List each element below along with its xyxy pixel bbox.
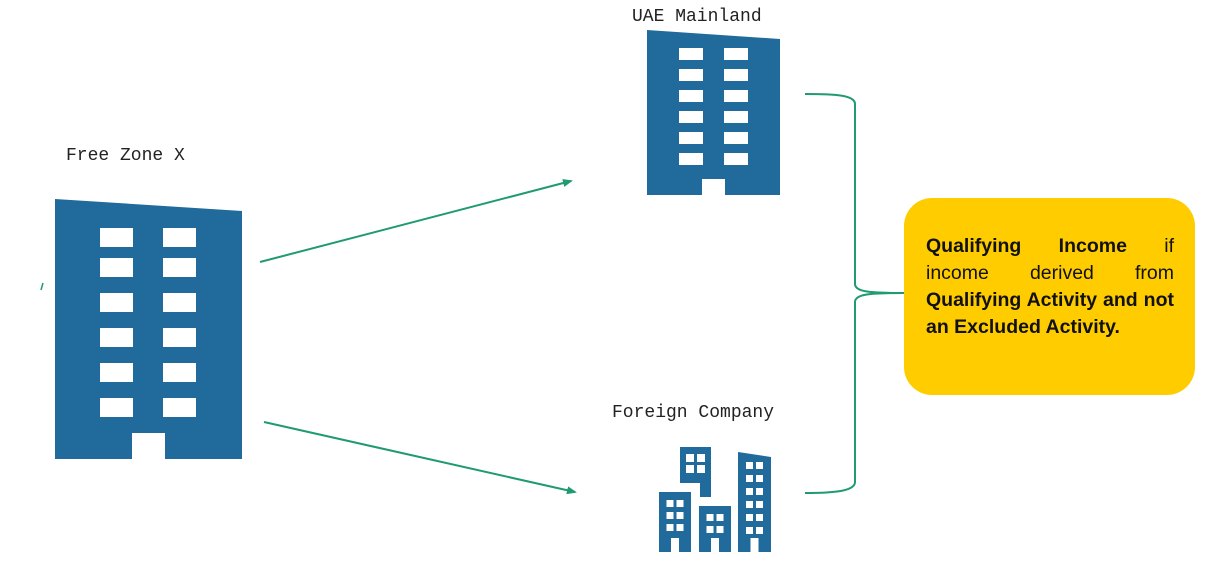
building-body [680, 447, 711, 497]
uae-mainland-building-icon [647, 30, 780, 195]
building-window [697, 454, 705, 462]
building-window [756, 514, 763, 521]
building-window [746, 514, 753, 521]
building-window [716, 514, 724, 521]
building-body [659, 492, 691, 552]
building-window [100, 363, 133, 382]
building-window [100, 293, 133, 312]
callout-condition-text: if income derived from [926, 235, 1175, 284]
building-window [724, 132, 748, 144]
grouping-brace [804, 93, 906, 494]
building-window [163, 328, 196, 347]
building-window [724, 48, 748, 60]
building-window [756, 488, 763, 495]
building-window [666, 512, 674, 519]
building-window [756, 462, 763, 469]
callout-term-qualifying-activity: Qualifying Activity and not an Excluded … [926, 289, 1174, 338]
building-window [679, 153, 703, 165]
building-window [676, 512, 684, 519]
building-window [746, 527, 753, 534]
building-window [676, 500, 684, 507]
uae-mainland-label: UAE Mainland [632, 7, 762, 27]
building-window [679, 69, 703, 81]
building-window [163, 398, 196, 417]
building-window [163, 258, 196, 277]
building-window [100, 258, 133, 277]
building-window [163, 363, 196, 382]
building-window [716, 526, 724, 533]
building-window [679, 132, 703, 144]
building-window [746, 475, 753, 482]
building-window [100, 398, 133, 417]
building-window [666, 524, 674, 531]
foreign-company-buildings-icon [659, 447, 771, 552]
building-window [676, 524, 684, 531]
free-zone-building-icon [55, 199, 242, 459]
building-window [686, 465, 694, 473]
building-body [647, 30, 780, 195]
building-window [163, 228, 196, 247]
building-window [756, 501, 763, 508]
building-window [706, 514, 714, 521]
stray-mark [40, 282, 44, 291]
foreign-company-label: Foreign Company [612, 403, 775, 423]
building-window [163, 293, 196, 312]
building-window [724, 111, 748, 123]
arrow-to-uae-mainland [259, 179, 573, 263]
building-body [55, 199, 242, 459]
building-window [756, 475, 763, 482]
building-body [699, 506, 731, 552]
building-window [100, 228, 133, 247]
building-window [724, 90, 748, 102]
building-window [746, 462, 753, 469]
building-window [679, 48, 703, 60]
building-window [666, 500, 674, 507]
qualifying-income-callout: Qualifying Income if income derived from… [904, 198, 1195, 395]
building-window [679, 90, 703, 102]
building-window [686, 454, 694, 462]
building-body [738, 452, 771, 552]
building-window [697, 465, 705, 473]
building-window [746, 488, 753, 495]
arrow-to-foreign-company [263, 421, 577, 495]
building-window [756, 527, 763, 534]
free-zone-label: Free Zone X [66, 146, 185, 166]
building-window [724, 153, 748, 165]
building-window [100, 328, 133, 347]
building-window [746, 501, 753, 508]
building-window [724, 69, 748, 81]
building-window [706, 526, 714, 533]
callout-term-qualifying-income: Qualifying Income [926, 235, 1127, 257]
building-window [679, 111, 703, 123]
